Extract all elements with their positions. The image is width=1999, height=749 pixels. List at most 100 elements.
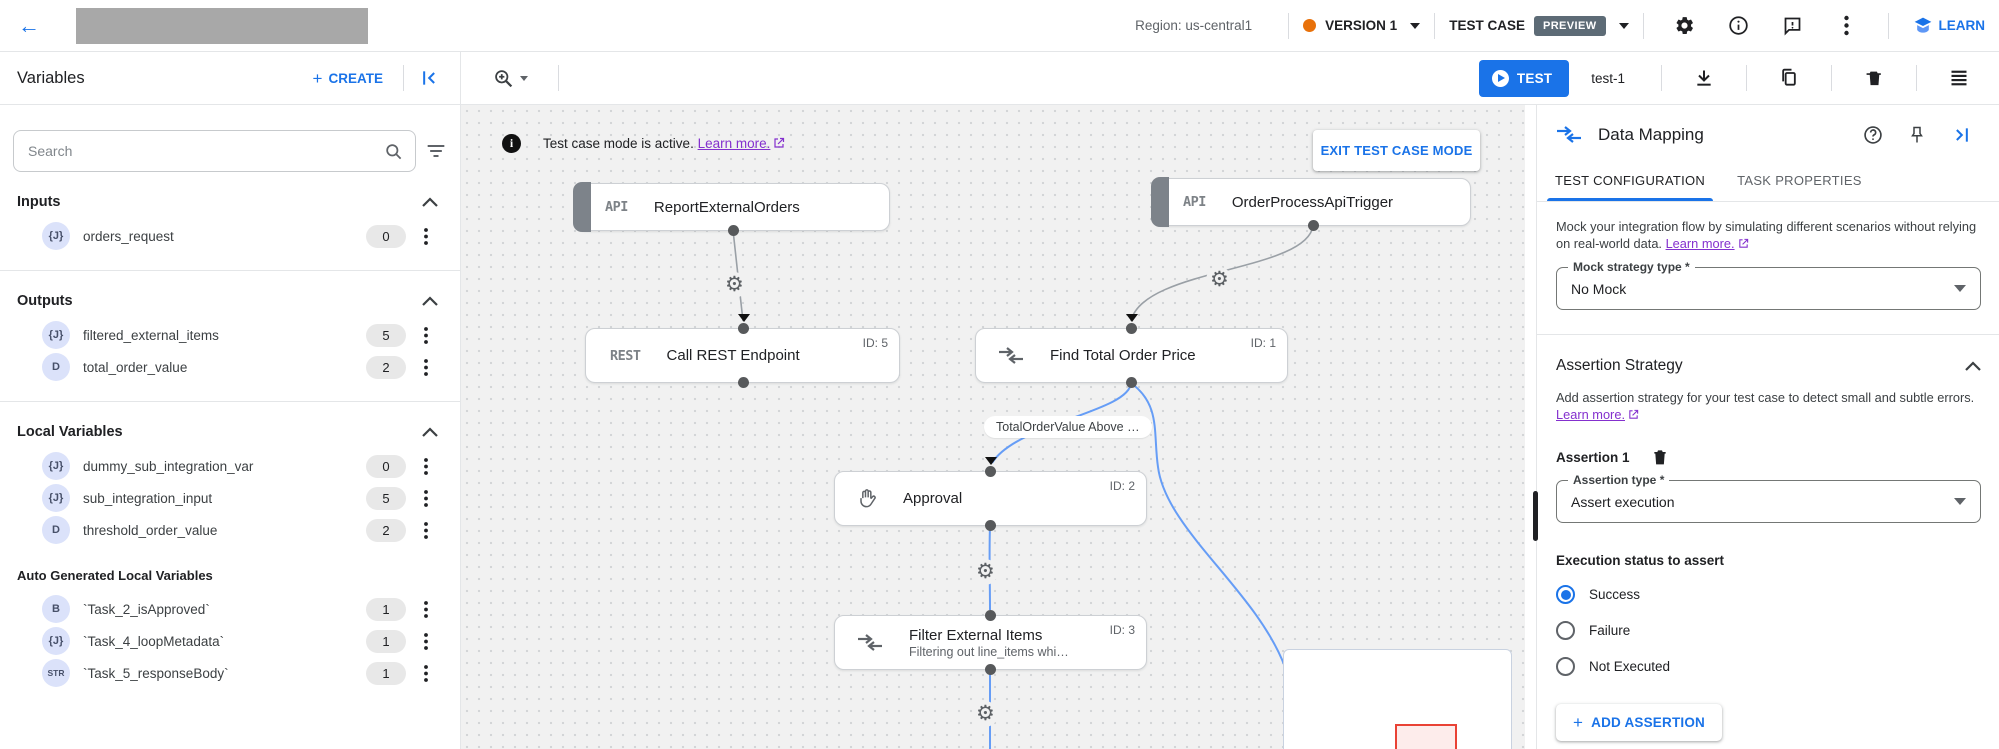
collapse-panel-icon[interactable] (420, 68, 440, 88)
variable-menu-kebab-icon[interactable] (406, 600, 446, 618)
connector-dot[interactable] (985, 664, 996, 675)
sort-filter-icon[interactable] (426, 143, 446, 159)
collapse-panel-right-icon[interactable] (1939, 125, 1983, 145)
edge-gear-icon[interactable]: ⚙ (725, 273, 744, 296)
chevron-up-icon[interactable] (1965, 361, 1981, 371)
variable-name: total_order_value (83, 359, 188, 375)
more-options-kebab-icon[interactable] (1820, 15, 1874, 36)
edge-condition-label[interactable]: TotalOrderValue Above … (984, 416, 1152, 438)
integration-canvas[interactable]: i Test case mode is active. Learn more. … (461, 105, 1525, 749)
chevron-up-icon[interactable] (422, 197, 438, 207)
learn-button[interactable]: LEARN (1913, 16, 1985, 36)
edge-gear-icon[interactable]: ⚙ (1210, 268, 1229, 291)
connector-dot[interactable] (985, 466, 996, 477)
radio-success[interactable]: Success (1556, 585, 1981, 604)
zoom-dropdown[interactable] (493, 68, 528, 89)
chevron-up-icon[interactable] (422, 296, 438, 306)
edge-gear-icon[interactable]: ⚙ (976, 560, 995, 583)
approval-hand-icon (857, 488, 877, 510)
edge-arrowhead (738, 314, 750, 322)
tab-test-configuration[interactable]: TEST CONFIGURATION (1539, 159, 1721, 201)
connector-dot[interactable] (985, 520, 996, 531)
variable-menu-kebab-icon[interactable] (406, 326, 446, 344)
pin-icon[interactable] (1895, 125, 1939, 145)
create-variable-button[interactable]: + CREATE (312, 68, 383, 88)
variable-menu-kebab-icon[interactable] (406, 632, 446, 650)
test-case-name[interactable]: test-1 (1591, 70, 1625, 86)
plus-icon: + (1573, 713, 1584, 732)
node-report-external-orders[interactable]: API ReportExternalOrders (573, 182, 890, 236)
mock-strategy-select[interactable]: Mock strategy type * No Mock (1556, 260, 1981, 310)
connector-dot[interactable] (1308, 220, 1319, 231)
delete-assertion-icon[interactable] (1652, 448, 1668, 466)
radio-failure[interactable]: Failure (1556, 621, 1981, 640)
exit-test-case-mode-button[interactable]: EXIT TEST CASE MODE (1313, 130, 1480, 171)
copy-icon[interactable] (1761, 68, 1817, 88)
learn-more-link[interactable]: Learn more. (697, 135, 771, 151)
node-subtitle: Filtering out line_items whi… (909, 644, 1069, 659)
radio-not-executed[interactable]: Not Executed (1556, 657, 1981, 676)
partial-node-card[interactable] (1283, 649, 1512, 749)
chevron-down-icon (1954, 285, 1966, 292)
variable-menu-kebab-icon[interactable] (406, 521, 446, 539)
variable-menu-kebab-icon[interactable] (406, 227, 446, 245)
connector-dot[interactable] (728, 225, 739, 236)
radio-button-icon (1556, 585, 1575, 604)
assertion-type-select[interactable]: Assertion type * Assert execution (1556, 473, 1981, 523)
variable-menu-kebab-icon[interactable] (406, 457, 446, 475)
node-call-rest-endpoint[interactable]: REST Call REST Endpoint ID: 5 (585, 314, 900, 388)
node-approval[interactable]: Approval ID: 2 (834, 457, 1147, 531)
connector-dot[interactable] (1126, 377, 1137, 388)
connector-dot[interactable] (1126, 323, 1137, 334)
version-dropdown[interactable]: VERSION 1 (1303, 18, 1421, 33)
search-box[interactable] (13, 130, 416, 172)
node-filter-external-items[interactable]: Filter External Items Filtering out line… (834, 610, 1147, 675)
download-icon[interactable] (1676, 68, 1732, 88)
feedback-icon[interactable] (1766, 15, 1820, 36)
help-icon[interactable] (1851, 125, 1895, 145)
api-tag: API (605, 199, 628, 215)
version-label: VERSION 1 (1325, 18, 1398, 33)
node-find-total-order-price[interactable]: Find Total Order Price ID: 1 (975, 314, 1288, 388)
connector-dot[interactable] (738, 323, 749, 334)
node-order-process-api-trigger[interactable]: API OrderProcessApiTrigger (1151, 177, 1471, 231)
connector-dot[interactable] (738, 377, 749, 388)
settings-gear-icon[interactable] (1658, 15, 1712, 36)
usage-count-badge: 1 (366, 661, 406, 685)
variable-type-icon: {J} (42, 222, 70, 250)
chevron-up-icon[interactable] (422, 427, 438, 437)
search-input[interactable] (28, 143, 384, 159)
variable-menu-kebab-icon[interactable] (406, 664, 446, 682)
connector-dot[interactable] (985, 610, 996, 621)
variable-menu-kebab-icon[interactable] (406, 489, 446, 507)
app-header: ← Region: us-central1 VERSION 1 TEST CAS… (0, 0, 1999, 52)
external-link-icon (773, 137, 785, 152)
divider (1746, 65, 1747, 91)
delete-trash-icon[interactable] (1846, 68, 1902, 88)
back-arrow-button[interactable]: ← (18, 12, 40, 38)
add-assertion-button[interactable]: + ADD ASSERTION (1556, 704, 1722, 741)
test-button[interactable]: TEST (1478, 59, 1570, 97)
test-case-dropdown[interactable]: TEST CASE PREVIEW (1449, 15, 1629, 36)
variable-row[interactable]: B`Task_2_isApproved`1 (0, 593, 460, 625)
mock-learn-more-link[interactable]: Learn more. (1665, 236, 1735, 251)
edge-gear-icon[interactable]: ⚙ (976, 702, 995, 725)
log-list-icon[interactable] (1931, 69, 1987, 87)
panel-drag-handle[interactable] (1533, 491, 1538, 541)
assertion-learn-more-link[interactable]: Learn more. (1556, 407, 1625, 422)
external-link-icon (1628, 407, 1639, 424)
info-icon[interactable] (1712, 15, 1766, 36)
section-header: Outputs (0, 293, 460, 309)
trigger-accent-bar (573, 182, 591, 232)
variable-row[interactable]: STR`Task_5_responseBody`1 (0, 657, 460, 689)
variable-row[interactable]: {J}`Task_4_loopMetadata`1 (0, 625, 460, 657)
tab-task-properties[interactable]: TASK PROPERTIES (1737, 173, 1862, 188)
variable-menu-kebab-icon[interactable] (406, 358, 446, 376)
